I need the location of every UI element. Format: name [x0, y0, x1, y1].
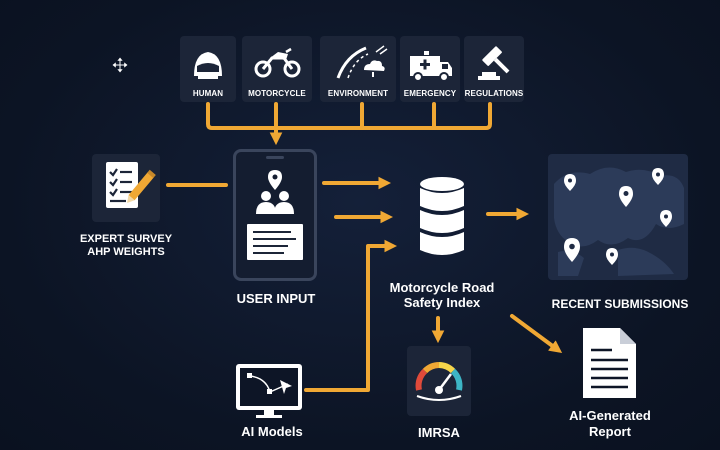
category-label: HUMAN [192, 89, 224, 98]
category-tile-motorcycle: MOTORCYCLE [242, 36, 312, 102]
motorcycle-icon [254, 47, 301, 78]
category-label: ENVIRONMENT [327, 89, 389, 98]
survey-label: EXPERT SURVEY AHP WEIGHTS [62, 233, 190, 259]
map-pins-icon [548, 154, 688, 280]
map-label: RECENT SUBMISSIONS [551, 297, 689, 311]
category-tile-regulations: REGULATIONS [464, 36, 524, 102]
index-label-line1: Motorcycle Road [389, 280, 495, 295]
index-label: Motorcycle Road Safety Index [376, 280, 508, 310]
phone-form-icon [233, 149, 317, 281]
imrsa-label: IMRSA [418, 425, 460, 440]
category-tile-human: HUMAN [180, 36, 236, 102]
map-pins [564, 168, 672, 265]
category-label: MOTORCYCLE [248, 89, 306, 98]
user-input-label: USER INPUT [236, 291, 316, 306]
category-label: REGULATIONS [464, 89, 524, 98]
report-label: AI-Generated Report [548, 408, 672, 440]
category-tile-environment: ENVIRONMENT [320, 36, 396, 102]
helmet-icon [194, 52, 222, 79]
road-weather-icon [336, 45, 388, 79]
survey-label-line1: EXPERT SURVEY [79, 233, 173, 245]
imrsa-tile [407, 346, 471, 416]
checklist-icon [106, 162, 156, 208]
gauge-icon [415, 362, 463, 401]
survey-tile [92, 154, 160, 222]
ai-models-label: AI Models [241, 424, 303, 439]
category-bracket [206, 102, 492, 130]
ambulance-icon [410, 51, 452, 82]
category-tile-emergency: EMERGENCY [400, 36, 460, 102]
world-map [554, 167, 684, 276]
user-group-icon [247, 170, 303, 260]
report-label-line1: AI-Generated [569, 408, 651, 423]
index-label-line2: Safety Index [403, 295, 481, 310]
category-label: EMERGENCY [403, 89, 457, 98]
survey-label-line2: AHP WEIGHTS [87, 246, 165, 258]
gavel-icon [478, 46, 510, 80]
report-label-line2: Report [589, 424, 631, 439]
arrow-ai-to-index [304, 239, 398, 392]
arrow-index-to-report [510, 314, 563, 354]
